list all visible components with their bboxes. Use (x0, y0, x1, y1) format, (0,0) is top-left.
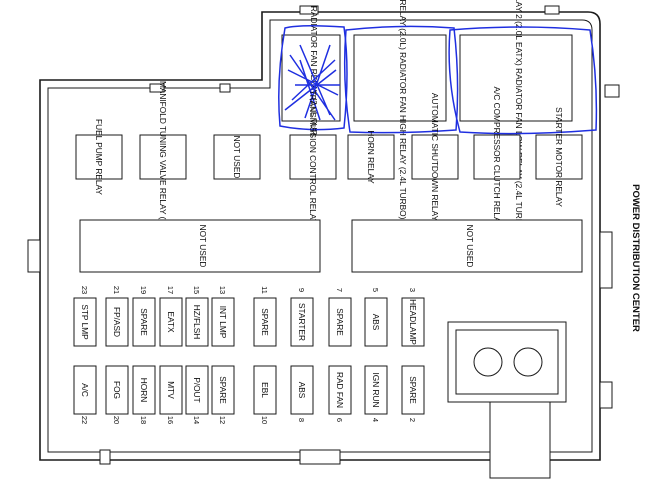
relay-automatic-shutdown-relay (411, 134, 459, 180)
fuse-13 (211, 297, 235, 347)
fuse-5 (364, 297, 388, 347)
relay-starter-motor-relay (535, 134, 583, 180)
fuse-label: SPARE (218, 376, 228, 404)
fuse-number: 17 (166, 286, 175, 294)
fuse-number: 7 (335, 288, 344, 292)
fuse-number: 23 (80, 286, 89, 294)
fuse-number: 20 (112, 416, 121, 424)
relay-label: FUEL PUMP RELAY (94, 119, 104, 195)
fuse-2 (401, 365, 425, 415)
hand-drawn-annotation (278, 24, 598, 135)
relay-a-c-compressor-clutch-relay (473, 134, 521, 180)
fuse-12 (211, 365, 235, 415)
not-used-block-left (79, 219, 321, 273)
fuse-23 (73, 297, 97, 347)
fuse-7 (328, 297, 352, 347)
relay-label: A/C COMPRESSOR CLUTCH RELAY (492, 87, 502, 228)
fuse-number: 15 (192, 286, 201, 294)
fuse-label: INT LMP (218, 306, 228, 339)
fuse-number: 14 (192, 416, 201, 424)
fuse-label: P/OUT (192, 377, 202, 402)
relay-transmission-control-relay (289, 134, 337, 180)
fuse-number: 19 (139, 286, 148, 294)
fuse-22 (73, 365, 97, 415)
fuse-number: 5 (371, 288, 380, 292)
fuse-number: 16 (166, 416, 175, 424)
fuse-label: ABS (371, 314, 381, 331)
fuse-10 (253, 365, 277, 415)
relay-fuel-pump-relay (75, 134, 123, 180)
fuse-3 (401, 297, 425, 347)
relay-label: AUTOMATIC SHUTDOWN RELAY (430, 93, 440, 222)
fuse-number: 22 (80, 416, 89, 424)
fuse-20 (105, 365, 129, 415)
fuse-label: A/C (80, 383, 90, 397)
fuse-number: 6 (335, 418, 344, 422)
fuse-6 (328, 365, 352, 415)
fuse-label: HZ/FLSH (192, 305, 202, 340)
relay-label: STARTER MOTOR RELAY (554, 107, 564, 207)
fuse-label: ABS (297, 382, 307, 399)
relay-label: HORN RELAY (366, 130, 376, 184)
fuse-number: 13 (218, 286, 227, 294)
housing-inner-outline (47, 19, 593, 453)
fuse-4 (364, 365, 388, 415)
not-used-block-right-label: NOT USED (465, 225, 475, 268)
fuse-9 (290, 297, 314, 347)
fuse-label: SPARE (408, 376, 418, 404)
fuse-number: 2 (408, 418, 417, 422)
relay-manifold-tuning-valve-relay-rt (139, 134, 187, 180)
fuse-label: SPARE (335, 308, 345, 336)
relay-label-radiator-fan-high: RADIATOR FAN RELAY (2.0L) RADIATOR FAN H… (398, 0, 408, 220)
fuse-18 (132, 365, 156, 415)
fuse-number: 18 (139, 416, 148, 424)
fuse-number: 10 (260, 416, 269, 424)
fuse-number: 4 (371, 418, 380, 422)
fuse-14 (185, 365, 209, 415)
relay-row: FUEL PUMP RELAY MANIFOLD TUNING VALVE REL… (75, 81, 583, 233)
connector-block (447, 321, 567, 479)
fuse-number: 12 (218, 416, 227, 424)
fuse-label: FOG (112, 381, 122, 399)
fuse-label: SPARE (139, 308, 149, 336)
relay-label: TRANSMISSION CONTROL RELAY (308, 90, 318, 225)
fuse-number: 21 (112, 286, 121, 294)
fuse-label: IGN RUN (371, 372, 381, 407)
fuse-label: EATX (166, 311, 176, 333)
housing-clips (27, 5, 620, 465)
relay-label: MANIFOLD TUNING VALVE RELAY (RT) (158, 81, 168, 233)
fuse-label: HORN (139, 378, 149, 402)
fuse-21 (105, 297, 129, 347)
fuse-number: 9 (297, 288, 306, 292)
not-used-block-right (351, 219, 583, 273)
fuse-15 (185, 297, 209, 347)
fuse-label: STARTER (297, 303, 307, 341)
relay-not-used (213, 134, 261, 180)
fuse-number: 8 (297, 418, 306, 422)
fuses-lower-row: A/C 22 FOG 20 HORN 18 MTV 16 P/OUT 14 SPARE 12 EBL 10… (73, 365, 425, 424)
side-title: POWER DISTRIBUTION CENTER (630, 184, 641, 332)
fuse-label: SPARE (260, 308, 270, 336)
fuse-label: RAD FAN (335, 372, 345, 408)
not-used-block-left-label: NOT USED (198, 225, 208, 268)
relay-horn-relay (347, 134, 395, 180)
fuse-label: MTV (166, 381, 176, 399)
fuse-number: 11 (260, 286, 269, 294)
fuse-label: FP/ASD (112, 307, 122, 337)
fuse-label: EBL (260, 382, 270, 398)
fuse-19 (132, 297, 156, 347)
fuse-17 (159, 297, 183, 347)
fuse-label: HEADLAMP (408, 299, 418, 345)
relay-label-radiator-fan-low: RADIATOR FAN RELAY 2 (2.0L EATX) RADIATO… (514, 0, 524, 234)
housing-outer-outline (39, 11, 601, 461)
fuse-16 (159, 365, 183, 415)
relay-label: NOT USED (232, 136, 242, 179)
fuse-number: 3 (408, 288, 417, 292)
top-relay-boxes (281, 34, 573, 122)
fuse-label: STP LMP (80, 304, 90, 340)
fuse-11 (253, 297, 277, 347)
fuse-8 (290, 365, 314, 415)
